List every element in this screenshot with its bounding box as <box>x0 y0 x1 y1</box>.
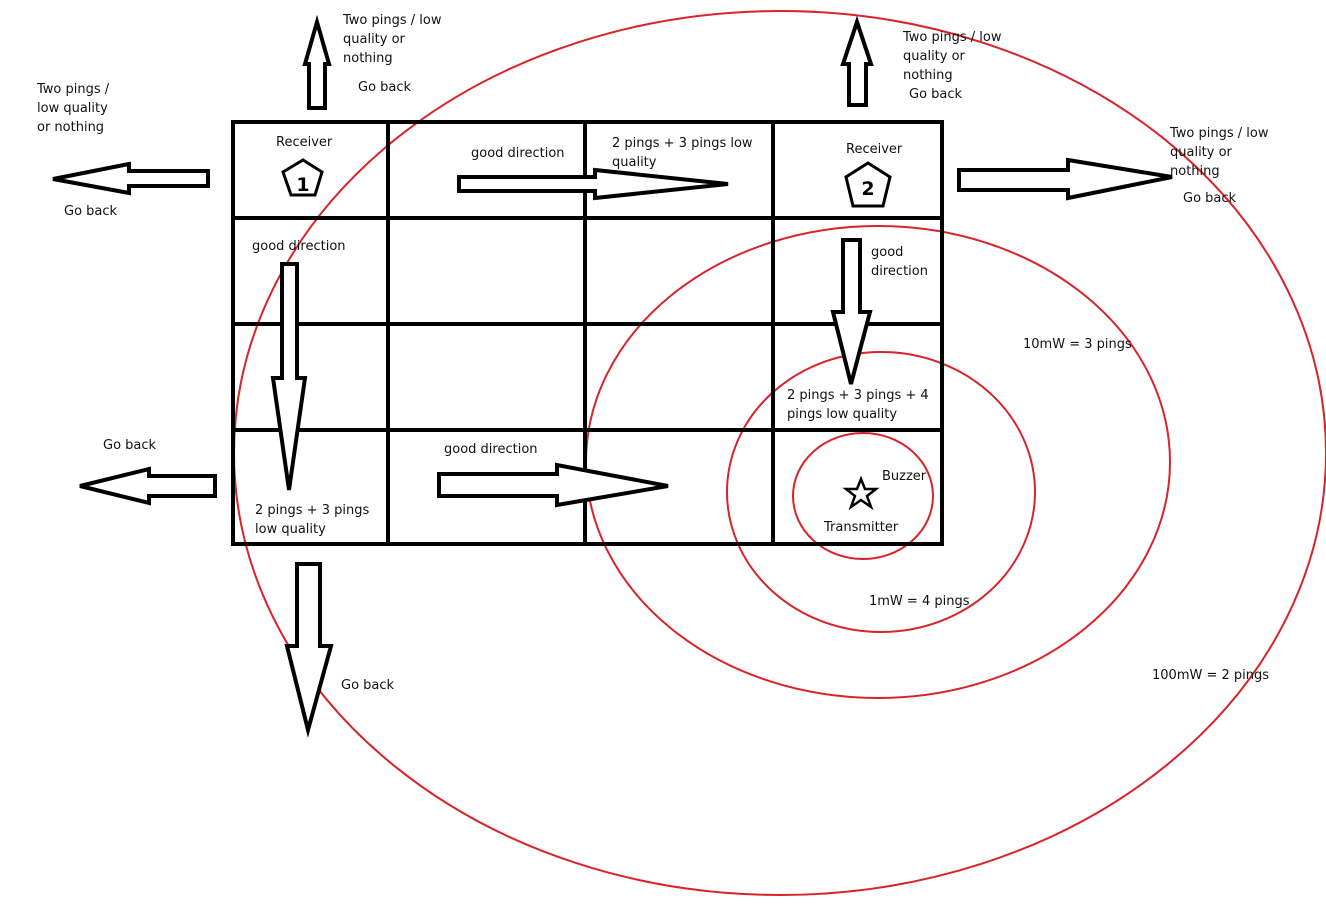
arrow-right-icon <box>957 157 1173 201</box>
direction-label: good direction <box>444 442 538 457</box>
arrow-down-icon <box>270 262 308 491</box>
signal-rings <box>233 10 1326 896</box>
receiver-number: 1 <box>296 174 310 196</box>
out-of-range-label: Two pings / low quality or nothing <box>1170 126 1269 179</box>
go-back-label: Go back <box>341 678 395 693</box>
ring-buzzer <box>792 432 934 560</box>
buzzer-label: Buzzer <box>882 469 927 484</box>
receiver-number: 2 <box>861 178 875 200</box>
arrow-down-icon <box>284 562 334 738</box>
go-back-label: Go back <box>1183 191 1237 206</box>
go-back-label: Go back <box>358 80 412 95</box>
cell-note: 2 pings + 3 pings + 4 pings low quality <box>787 388 929 422</box>
go-back-label: Go back <box>909 87 963 102</box>
direction-label: good direction <box>871 245 928 279</box>
arrows <box>52 14 1173 738</box>
out-of-range-label: Two pings / low quality or nothing <box>903 30 1002 83</box>
arrow-right-icon <box>457 167 729 201</box>
ring-1mw <box>726 351 1036 633</box>
out-of-range-label: Two pings / low quality or nothing <box>343 13 442 66</box>
ring-label-100mw: 100mW = 2 pings <box>1152 668 1270 683</box>
star-icon <box>842 475 880 511</box>
search-grid <box>231 120 944 546</box>
receiver-label: Receiver <box>846 142 903 157</box>
arrow-left-icon <box>52 161 210 196</box>
out-of-range-label: Two pings / low quality or nothing <box>37 82 110 135</box>
cell-note: 2 pings + 3 pings low quality <box>255 503 370 537</box>
pentagon-icon <box>281 158 324 197</box>
grid-border <box>231 120 944 546</box>
ring-label-1mw: 1mW = 4 pings <box>869 594 970 609</box>
receiver-label: Receiver <box>276 135 333 150</box>
arrow-up-icon <box>840 15 874 107</box>
ring-10mw <box>585 225 1171 699</box>
cell-note: 2 pings + 3 pings low quality <box>612 136 753 170</box>
go-back-label: Go back <box>64 204 118 219</box>
transmitter-label: Transmitter <box>824 520 899 535</box>
arrow-left-icon <box>79 466 217 506</box>
ring-label-10mw: 10mW = 3 pings <box>1023 337 1132 352</box>
ring-100mw <box>233 10 1326 896</box>
arrow-right-icon <box>437 462 669 508</box>
direction-label: good direction <box>252 239 346 254</box>
pentagon-icon <box>844 161 892 208</box>
direction-label: good direction <box>471 146 565 161</box>
arrow-up-icon <box>302 14 332 110</box>
arrow-down-icon <box>830 238 873 385</box>
go-back-label: Go back <box>103 438 157 453</box>
